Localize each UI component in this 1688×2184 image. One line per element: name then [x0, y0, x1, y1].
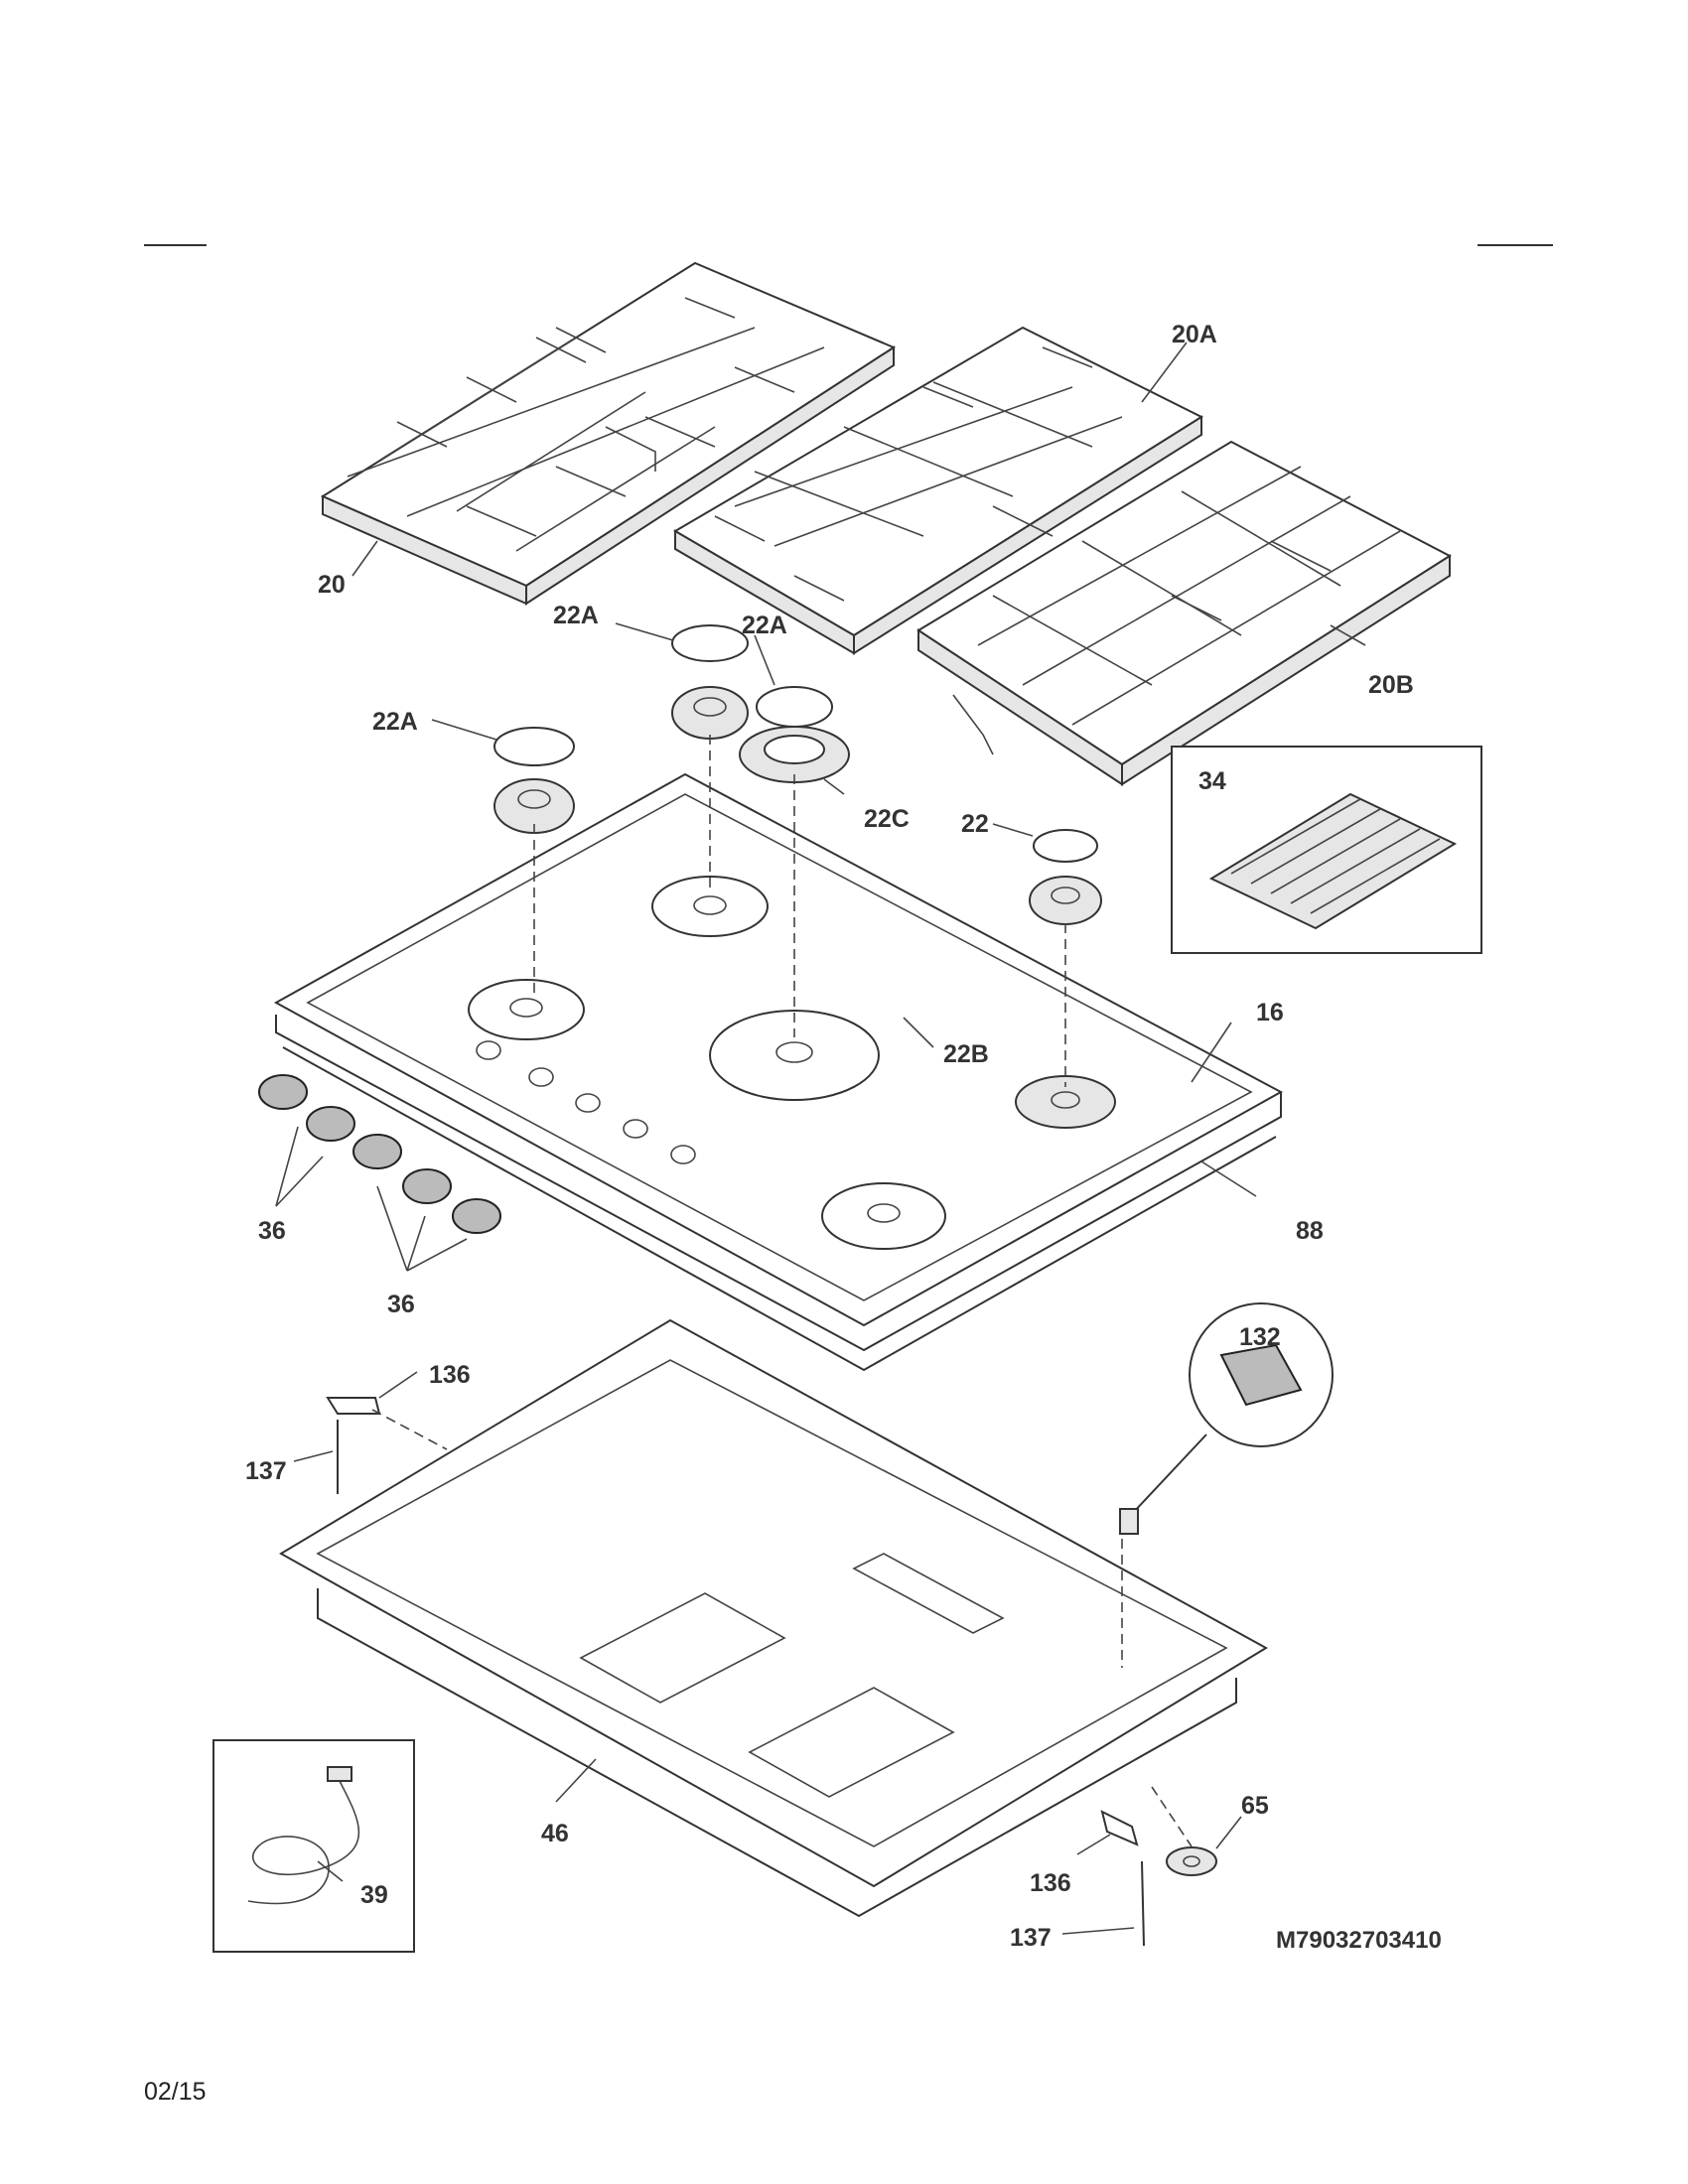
- model-code: M79032703410: [1276, 1927, 1442, 1954]
- label-137-top: 137: [245, 1457, 287, 1485]
- label-20: 20: [318, 571, 346, 599]
- label-20a: 20A: [1172, 321, 1217, 348]
- label-22a-center: 22A: [742, 612, 787, 639]
- power-cord-inset-box: [212, 1739, 415, 1953]
- center-grate: [673, 326, 1204, 655]
- label-132: 132: [1239, 1323, 1281, 1351]
- griddle-inset-box: [1171, 746, 1482, 954]
- bracket-136-top: [326, 1397, 381, 1415]
- leader-lines: [275, 341, 1366, 1935]
- label-136-bottom: 136: [1030, 1869, 1071, 1897]
- burner-cap-22a-top: [671, 624, 749, 740]
- control-knobs: [258, 1074, 501, 1234]
- label-36-left: 36: [258, 1217, 286, 1245]
- assembly-dash-lines: [371, 735, 1193, 1847]
- burner-cap-22a-left: [493, 727, 575, 834]
- label-46: 46: [541, 1820, 569, 1847]
- label-65: 65: [1241, 1792, 1269, 1820]
- label-16: 16: [1256, 999, 1284, 1026]
- label-22a-top: 22A: [553, 602, 599, 629]
- label-36-bottom: 36: [387, 1291, 415, 1318]
- label-137-bottom: 137: [1010, 1924, 1052, 1952]
- cooktop-base-pan: [279, 1318, 1268, 1918]
- burner-cap-22: [1029, 829, 1102, 925]
- right-grate: [916, 440, 1452, 786]
- left-grate: [320, 261, 897, 606]
- cooktop-top-surface: [273, 772, 1284, 1372]
- label-22a-left: 22A: [372, 708, 418, 736]
- label-39: 39: [360, 1881, 388, 1909]
- bracket-136-bottom: [1100, 1810, 1139, 1846]
- label-22: 22: [961, 810, 989, 838]
- label-20b: 20B: [1368, 671, 1414, 699]
- label-88: 88: [1296, 1217, 1324, 1245]
- label-22c: 22C: [864, 805, 910, 833]
- screw-137-bottom: [1141, 1860, 1145, 1947]
- part-132-callout: [1119, 1302, 1334, 1535]
- label-136-top: 136: [429, 1361, 471, 1389]
- grommet-65: [1166, 1846, 1217, 1876]
- label-22b: 22B: [943, 1040, 989, 1068]
- label-34: 34: [1198, 767, 1226, 795]
- burner-cap-22a-center: [739, 686, 850, 783]
- page-footer-date: 02/15: [144, 2078, 207, 2106]
